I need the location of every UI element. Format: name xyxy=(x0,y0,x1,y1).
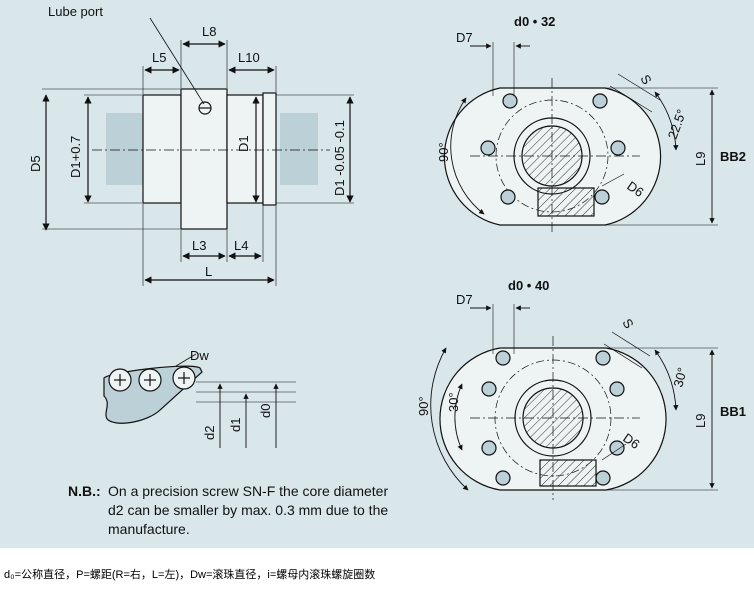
dim-d1-tol2: D1 -0.05 -0.1 xyxy=(332,120,347,196)
screw-right-end xyxy=(280,113,318,185)
nut-flange xyxy=(180,88,228,230)
dim-l10: L10 xyxy=(238,50,260,65)
dim-l8: L8 xyxy=(202,24,216,39)
note-line-2: d2 can be smaller by max. 0.3 mm due to … xyxy=(108,502,388,518)
dim-l3: L3 xyxy=(192,238,206,253)
dim-s-top: S xyxy=(637,72,654,87)
d0-40-label: d0 • 40 xyxy=(508,278,549,293)
bb1-label: BB1 xyxy=(720,404,746,419)
dim-s-bot: S xyxy=(619,316,636,331)
dim-d5: D5 xyxy=(28,155,43,172)
dim-d2: d2 xyxy=(202,426,217,440)
dim-d0-small: d0 xyxy=(258,404,273,418)
flange-bb1 xyxy=(430,304,718,500)
caption-text: d₀=公称直径，P=螺距(R=右，L=左)，Dw=滚珠直径，i=螺母内滚珠螺旋圈… xyxy=(4,569,376,581)
dim-d7-bot: D7 xyxy=(456,292,473,307)
screw-left-end xyxy=(106,113,144,185)
dim-d1-tol: D1+0.7 xyxy=(68,136,83,178)
angle-30-right: 30° xyxy=(670,366,690,389)
bb2-label: BB2 xyxy=(720,149,746,164)
technical-drawing: Lube port L8 L5 L10 L3 L4 L D5 D1+0.7 D1… xyxy=(0,0,754,548)
nut-body-left xyxy=(142,94,182,204)
note-heading: N.B.: xyxy=(68,483,101,499)
angle-30-left: 30° xyxy=(446,392,461,412)
dim-l5: L5 xyxy=(152,50,166,65)
dim-d7-top: D7 xyxy=(456,30,473,45)
angle-90-top: 90° xyxy=(436,142,451,162)
dim-l4: L4 xyxy=(234,238,248,253)
dim-l9-bot: L9 xyxy=(693,414,708,428)
note-line-1: On a precision screw SN-F the core diame… xyxy=(108,483,388,499)
ball-screw-detail xyxy=(103,353,296,448)
drawing-svg: Lube port L8 L5 L10 L3 L4 L D5 D1+0.7 D1… xyxy=(28,4,746,537)
dim-l9-top: L9 xyxy=(693,152,708,166)
dim-d1-small: d1 xyxy=(228,418,243,432)
dim-d1: D1 xyxy=(236,135,251,152)
dim-l: L xyxy=(205,264,212,279)
dim-dw: Dw xyxy=(190,348,209,363)
flange-bb2 xyxy=(443,42,718,234)
nut-side-view xyxy=(42,17,354,286)
note-line-3: manufacture. xyxy=(108,521,190,537)
nut-end-ring xyxy=(262,92,277,206)
angle-90-bot: 90° xyxy=(416,396,431,416)
lube-port-label: Lube port xyxy=(48,4,103,19)
angle-22-5: 22.5° xyxy=(665,107,690,141)
d0-32-label: d0 • 32 xyxy=(514,14,555,29)
